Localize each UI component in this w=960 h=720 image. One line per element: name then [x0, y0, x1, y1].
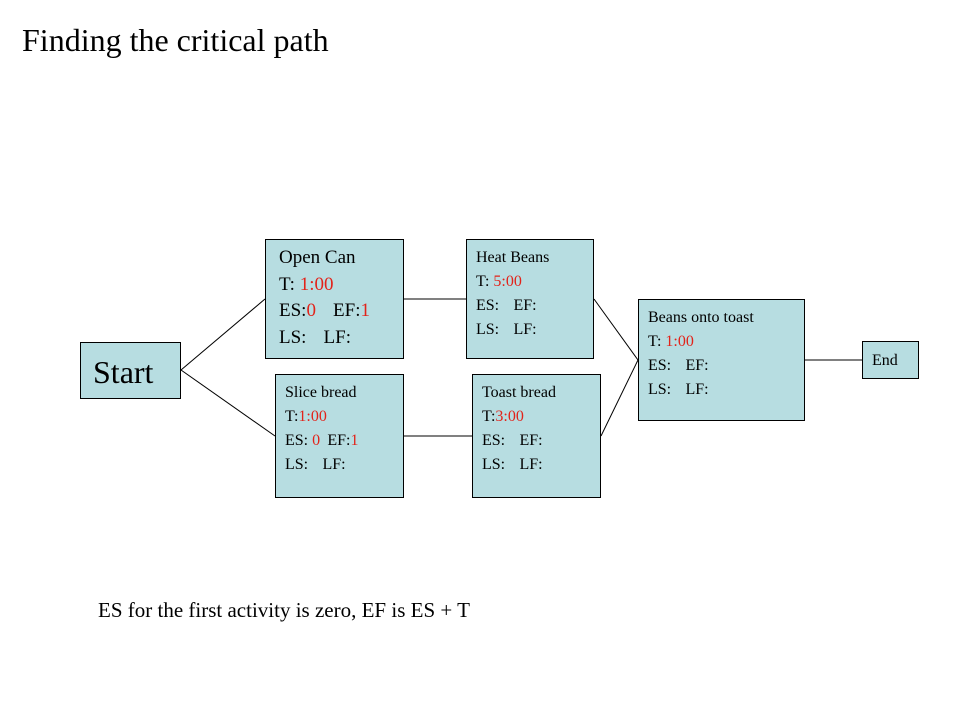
es-ef-row: ES: EF:: [476, 294, 593, 318]
edge-start-open-can: [180, 298, 266, 371]
duration-label: T:: [482, 408, 496, 425]
ls-label: LS:: [285, 456, 309, 473]
toast-bread-node: Toast bread T:3:00 ES: EF: LS: LF:: [472, 374, 601, 498]
page-title: Finding the critical path: [22, 22, 329, 58]
ls-lf-row: LS: LF:: [279, 325, 403, 352]
es-label: ES:: [279, 300, 307, 322]
edge-toast-bread-beans-onto-toast: [600, 359, 639, 437]
es-label: ES:: [285, 432, 313, 449]
edge-heat-beans-beans-onto-toast: [593, 298, 639, 361]
duration-value: 5:00: [493, 273, 522, 290]
lf-label: LF:: [519, 456, 543, 473]
activity-name: Open Can: [279, 247, 356, 268]
lf-label: LF:: [513, 321, 537, 338]
edge-start-slice-bread: [180, 369, 276, 437]
open-can-node: Open Can T: 1:00 ES:0 EF:1 LS: LF:: [265, 239, 404, 359]
duration-value: 3:00: [495, 408, 524, 425]
ef-label: EF:: [685, 357, 709, 374]
ef-label: EF:: [519, 432, 543, 449]
duration-label: T:: [648, 333, 666, 350]
es-label: ES:: [648, 357, 672, 374]
duration-row: T: 1:00: [648, 330, 804, 354]
es-ef-row: ES: EF:: [482, 429, 600, 453]
end-node: End: [862, 341, 919, 379]
activity-name: Slice bread: [285, 384, 357, 401]
ef-value: 1: [350, 432, 359, 449]
ls-label: LS:: [648, 381, 672, 398]
duration-value: 1:00: [298, 408, 327, 425]
ls-label: LS:: [476, 321, 500, 338]
slice-bread-node: Slice bread T:1:00 ES: 0 EF:1 LS: LF:: [275, 374, 404, 498]
start-label: Start: [93, 354, 154, 390]
es-value: 0: [312, 432, 321, 449]
ls-lf-row: LS: LF:: [482, 453, 600, 477]
duration-label: T:: [476, 273, 494, 290]
footnote: ES for the first activity is zero, EF is…: [98, 598, 470, 622]
duration-row: T: 5:00: [476, 270, 593, 294]
activity-name: Toast bread: [482, 384, 556, 401]
es-label: ES:: [476, 297, 500, 314]
heat-beans-node: Heat Beans T: 5:00 ES: EF: LS: LF:: [466, 239, 594, 359]
duration-row: T:3:00: [482, 405, 600, 429]
activity-name: Heat Beans: [476, 249, 550, 266]
ls-lf-row: LS: LF:: [285, 453, 403, 477]
ef-label: EF:: [333, 300, 361, 322]
ls-label: LS:: [279, 326, 307, 348]
duration-row: T: 1:00: [279, 272, 403, 299]
es-ef-row: ES: 0 EF:1: [285, 429, 403, 453]
es-label: ES:: [482, 432, 506, 449]
duration-value: 1:00: [665, 333, 694, 350]
end-label: End: [872, 352, 898, 369]
start-node: Start: [80, 342, 181, 399]
ef-label: EF:: [327, 432, 351, 449]
duration-value: 1:00: [299, 273, 334, 295]
beans-onto-toast-node: Beans onto toast T: 1:00 ES: EF: LS: LF:: [638, 299, 805, 421]
es-value: 0: [306, 300, 316, 322]
es-ef-row: ES:0 EF:1: [279, 298, 403, 325]
ef-value: 1: [360, 300, 371, 322]
ls-label: LS:: [482, 456, 506, 473]
duration-row: T:1:00: [285, 405, 403, 429]
duration-label: T:: [285, 408, 299, 425]
lf-label: LF:: [322, 456, 346, 473]
ls-lf-row: LS: LF:: [648, 378, 804, 402]
duration-label: T:: [279, 273, 300, 295]
ls-lf-row: LS: LF:: [476, 318, 593, 342]
es-ef-row: ES: EF:: [648, 354, 804, 378]
lf-label: LF:: [685, 381, 709, 398]
lf-label: LF:: [323, 326, 351, 348]
activity-name: Beans onto toast: [648, 309, 754, 326]
ef-label: EF:: [513, 297, 537, 314]
